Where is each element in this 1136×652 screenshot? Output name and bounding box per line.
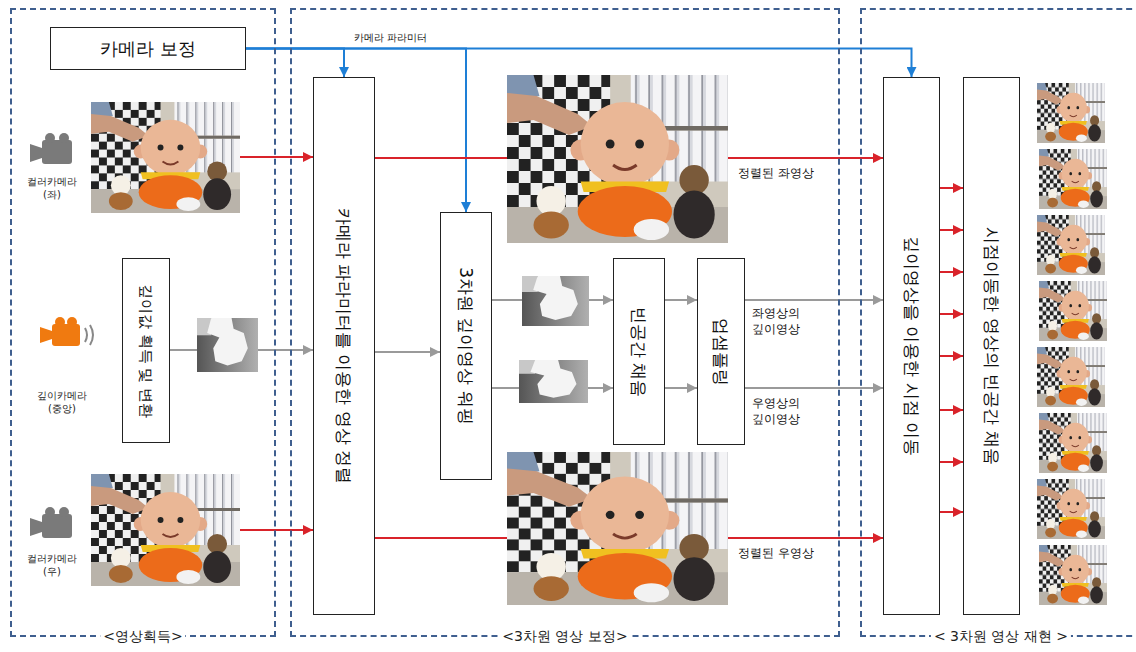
flow-arrow [665,299,697,301]
region-panel: 깊이영상을 이용한 시점 이동시점이동한 영상의 빈공간 채움< 3차원 영상 … [860,8,1136,637]
image-arrow [240,529,313,531]
process-box: 깊이영상을 이용한 시점 이동 [883,77,940,615]
color-camera-icon [30,507,72,538]
box-label: 업샘플링 [712,318,731,386]
edge-label: 정렬된 좌영상 [736,166,816,182]
box-label: 깊이값 획득 및 변환 [138,283,155,417]
edge-label: 좌영상의 깊이영상 [750,306,802,337]
region-title: < 3차원 영상 재현 > [931,627,1071,645]
image-arrow [240,156,313,158]
box-label: 카메라 파라미터를 이용한 영상 정렬 [335,208,354,485]
left-color-photo [91,102,240,213]
process-box: 3차원 깊이영상 워핑 [440,212,492,480]
right-depth-photo [519,360,588,403]
flow-arrow [665,387,697,389]
rectified-left-photo [507,75,728,243]
process-box: 카메라 보정 [50,27,246,70]
process-box: 깊이값 획득 및 변환 [122,258,170,443]
edge-label: 우영상의 깊이영상 [750,396,802,427]
flow-arrow [745,299,883,301]
flow-arrow [940,271,963,273]
depth-photo [197,318,258,372]
flow-arrow [940,461,963,463]
depth-camera-icon [40,317,93,346]
box-label: 시점이동한 영상의 빈공간 채움 [982,227,1001,464]
output-views [1037,83,1107,605]
process-box: 빈공간 채움 [613,258,665,445]
camera-label: 컬러카메라 (좌) [21,176,83,201]
right-color-photo [91,474,240,586]
edge-label: 정렬된 우영상 [736,546,816,562]
box-label: 빈공간 채움 [630,306,649,396]
edge-label: 카메라 파라미터 [352,31,429,44]
flow-arrow [246,49,912,78]
flow-arrow [940,511,963,513]
rectified-right-photo [507,452,728,605]
box-label: 깊이영상을 이용한 시점 이동 [902,236,921,456]
region-title: <영상획득> [100,627,185,645]
flow-arrow [940,313,963,315]
flow-arrow [940,187,963,189]
color-camera-icon [30,133,72,164]
flow-arrow [940,355,963,357]
region-title: <3차원 영상 보정> [499,627,630,645]
flow-arrow [246,49,344,78]
region-panel: 카메라 보정깊이값 획득 및 변환<영상획득> [10,8,276,637]
flow-arrow [745,387,883,389]
flow-arrow [940,229,963,231]
box-label: 카메라 보정 [100,37,196,61]
flow-arrow [375,351,440,353]
process-box: 시점이동한 영상의 빈공간 채움 [963,77,1020,615]
camera-label: 깊이카메라 (중앙) [31,390,93,415]
left-depth-photo [522,276,589,326]
box-label: 3차원 깊이영상 워핑 [457,267,476,425]
flow-arrow [940,409,963,411]
process-box: 카메라 파라미터를 이용한 영상 정렬 [313,77,375,615]
camera-label: 컬러카메라 (우) [21,553,83,578]
process-box: 업샘플링 [697,258,745,445]
